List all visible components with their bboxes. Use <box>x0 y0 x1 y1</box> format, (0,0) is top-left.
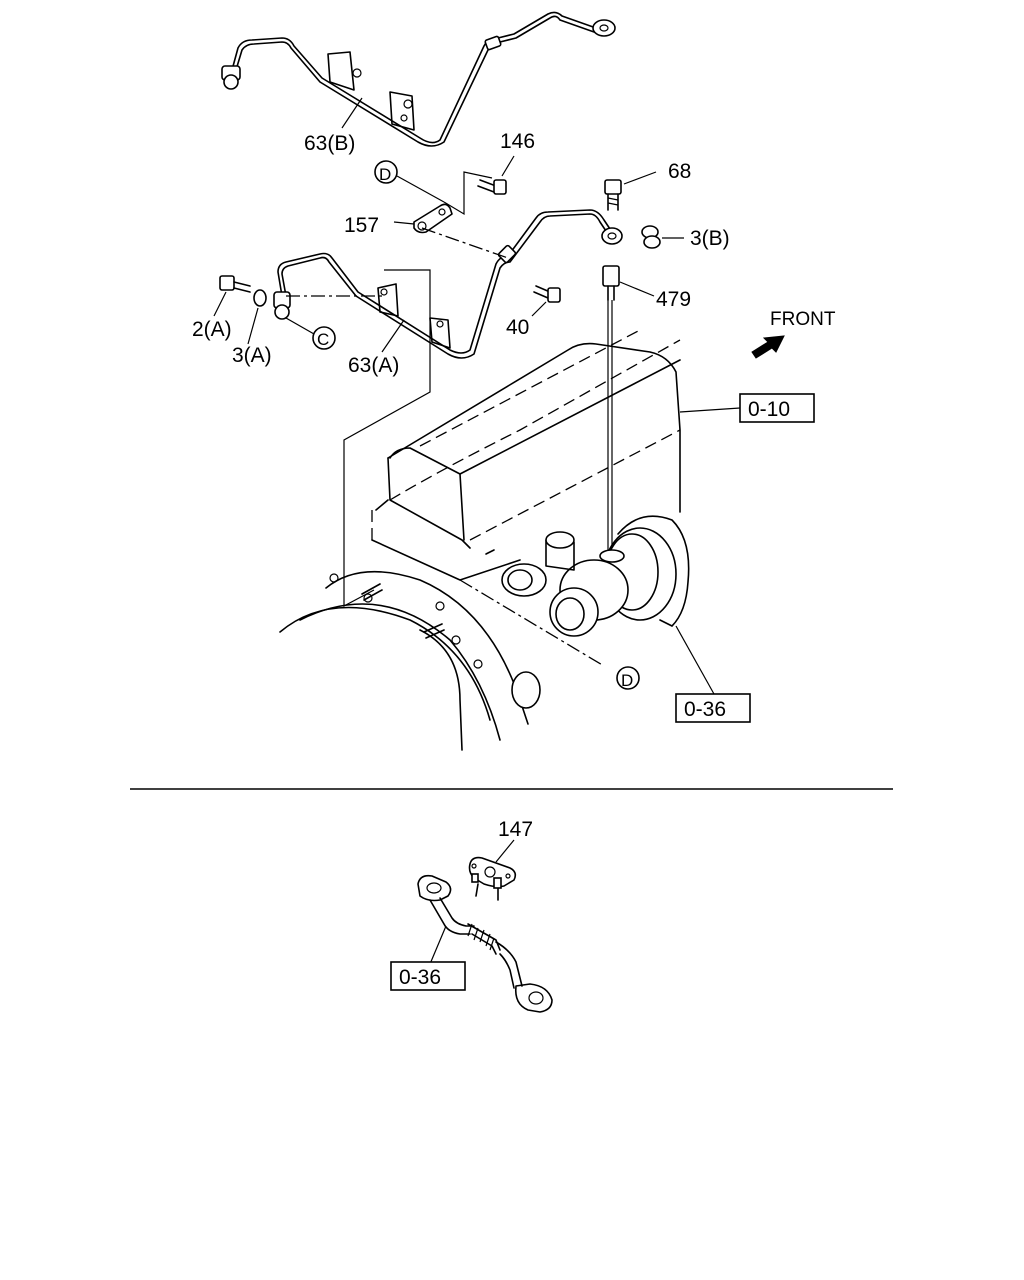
washer-3b <box>641 225 661 249</box>
oil-return-pipe <box>417 874 553 1013</box>
label-pipe-63a: 63(A) <box>348 354 399 377</box>
label-146: 146 <box>500 130 535 153</box>
marker-d-bottom <box>616 666 640 690</box>
turbocharger <box>459 515 690 667</box>
label-ref-010: 0-10 <box>748 398 790 421</box>
pipe-63b <box>221 11 616 147</box>
marker-c <box>312 326 336 350</box>
ref-box-036-bottom <box>390 961 466 991</box>
label-479: 479 <box>656 288 691 311</box>
ref-box-010 <box>739 393 815 423</box>
label-157: 157 <box>344 214 379 237</box>
bolt-68 <box>604 179 622 211</box>
marker-c-label: C <box>317 330 329 349</box>
label-front: FRONT <box>770 309 836 330</box>
bolt-40 <box>533 285 561 303</box>
label-68: 68 <box>668 160 691 183</box>
bracket-157 <box>413 203 453 234</box>
bolt-2a <box>219 275 251 293</box>
marker-d-top <box>374 160 398 184</box>
front-arrow-icon <box>751 335 785 359</box>
adapter-479 <box>602 265 620 301</box>
label-3b: 3(B) <box>690 227 730 250</box>
washer-3a <box>253 289 267 307</box>
label-ref-036-bottom: 0-36 <box>399 966 441 989</box>
ref-box-036-top <box>675 693 751 723</box>
label-2a: 2(A) <box>192 318 232 341</box>
bolt-146 <box>477 179 507 195</box>
label-ref-036-top: 0-36 <box>684 698 726 721</box>
flywheel-housing <box>279 570 541 751</box>
marker-d-bottom-label: D <box>621 671 633 690</box>
label-147: 147 <box>498 818 533 841</box>
label-40: 40 <box>506 316 529 339</box>
label-pipe-63b: 63(B) <box>304 132 355 155</box>
gasket-147 <box>468 856 517 901</box>
label-3a: 3(A) <box>232 344 272 367</box>
marker-d-top-label: D <box>379 165 391 184</box>
